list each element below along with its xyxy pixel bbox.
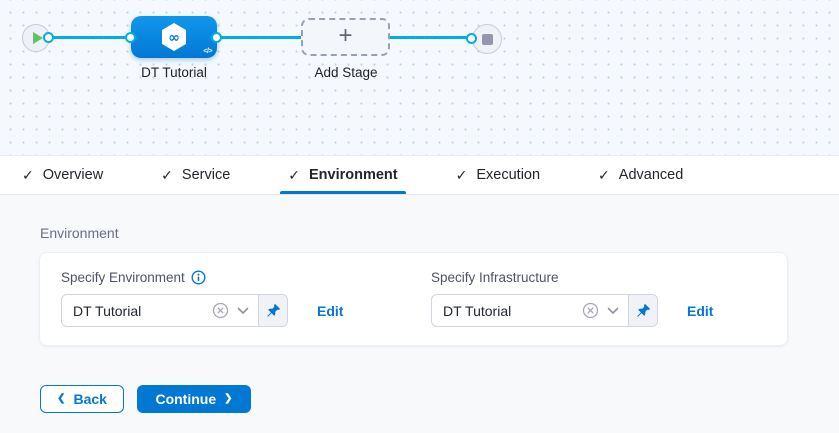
chevron-right-icon: ❯ bbox=[224, 393, 233, 404]
plus-icon: + bbox=[338, 21, 353, 49]
stage-config-tabbar: ✓ Overview ✓ Service ✓ Environment ✓ Exe… bbox=[0, 155, 839, 195]
environment-field-group: Specify Environment bbox=[61, 269, 343, 327]
environment-tab-content: Environment Specify Environment bbox=[0, 195, 839, 433]
connector-dot bbox=[466, 33, 477, 44]
tab-execution[interactable]: ✓ Execution bbox=[450, 156, 546, 194]
pipeline-connector-line bbox=[49, 36, 472, 39]
infrastructure-select-input[interactable] bbox=[432, 295, 582, 326]
pin-icon bbox=[266, 303, 280, 317]
svg-text:∞: ∞ bbox=[168, 30, 180, 46]
chevron-left-icon: ❮ bbox=[57, 393, 66, 404]
info-icon[interactable] bbox=[191, 269, 206, 285]
connector-dot bbox=[125, 32, 136, 43]
footer-actions: ❮ Back Continue ❯ bbox=[40, 385, 251, 413]
play-icon bbox=[32, 32, 43, 44]
pipeline-end-node[interactable] bbox=[472, 24, 502, 54]
check-icon: ✓ bbox=[455, 166, 468, 183]
connector-dot bbox=[211, 32, 222, 43]
clear-icon[interactable] bbox=[212, 302, 229, 319]
add-stage-button[interactable]: + bbox=[301, 18, 390, 56]
back-button[interactable]: ❮ Back bbox=[40, 385, 124, 413]
environment-edit-link[interactable]: Edit bbox=[317, 302, 344, 319]
pin-button[interactable] bbox=[628, 295, 657, 326]
tab-label: Execution bbox=[476, 167, 541, 183]
pin-icon bbox=[636, 303, 650, 317]
section-heading: Environment bbox=[40, 225, 119, 241]
tab-label: Advanced bbox=[618, 167, 684, 183]
tab-label: Environment bbox=[309, 167, 398, 183]
check-icon: ✓ bbox=[598, 166, 610, 183]
tab-overview[interactable]: ✓ Overview bbox=[16, 156, 109, 194]
chevron-down-icon[interactable] bbox=[607, 307, 619, 315]
infrastructure-field-label: Specify Infrastructure bbox=[431, 269, 559, 285]
infrastructure-select bbox=[431, 294, 658, 327]
infrastructure-field-group: Specify Infrastructure bbox=[431, 269, 713, 327]
tab-environment[interactable]: ✓ Environment bbox=[280, 156, 406, 194]
continue-button[interactable]: Continue ❯ bbox=[137, 385, 251, 413]
chevron-down-icon[interactable] bbox=[237, 307, 249, 315]
environment-select bbox=[61, 294, 288, 327]
code-icon: </> bbox=[203, 48, 212, 55]
check-icon: ✓ bbox=[22, 166, 34, 183]
environment-select-input[interactable] bbox=[62, 295, 212, 326]
stage-node-label: DT Tutorial bbox=[141, 65, 207, 80]
continue-button-label: Continue bbox=[155, 391, 217, 407]
clear-icon[interactable] bbox=[582, 302, 599, 319]
harness-hexagon-icon: ∞ bbox=[162, 23, 186, 51]
tab-service[interactable]: ✓ Service bbox=[155, 156, 236, 194]
tab-label: Overview bbox=[42, 167, 104, 183]
stage-node-dt-tutorial[interactable]: ∞ </> bbox=[131, 16, 217, 58]
tab-advanced[interactable]: ✓ Advanced bbox=[592, 156, 689, 194]
pin-button[interactable] bbox=[258, 295, 287, 326]
check-icon: ✓ bbox=[161, 166, 173, 183]
check-icon: ✓ bbox=[288, 166, 300, 183]
pipeline-canvas: ∞ </> DT Tutorial + Add Stage bbox=[0, 0, 839, 155]
connector-dot bbox=[43, 32, 54, 43]
stop-icon bbox=[481, 33, 493, 45]
environment-field-label: Specify Environment bbox=[61, 269, 185, 285]
add-stage-label: Add Stage bbox=[314, 65, 378, 80]
infrastructure-edit-link[interactable]: Edit bbox=[687, 302, 714, 319]
tab-label: Service bbox=[181, 167, 231, 183]
back-button-label: Back bbox=[73, 391, 107, 407]
environment-card: Specify Environment bbox=[39, 252, 788, 346]
